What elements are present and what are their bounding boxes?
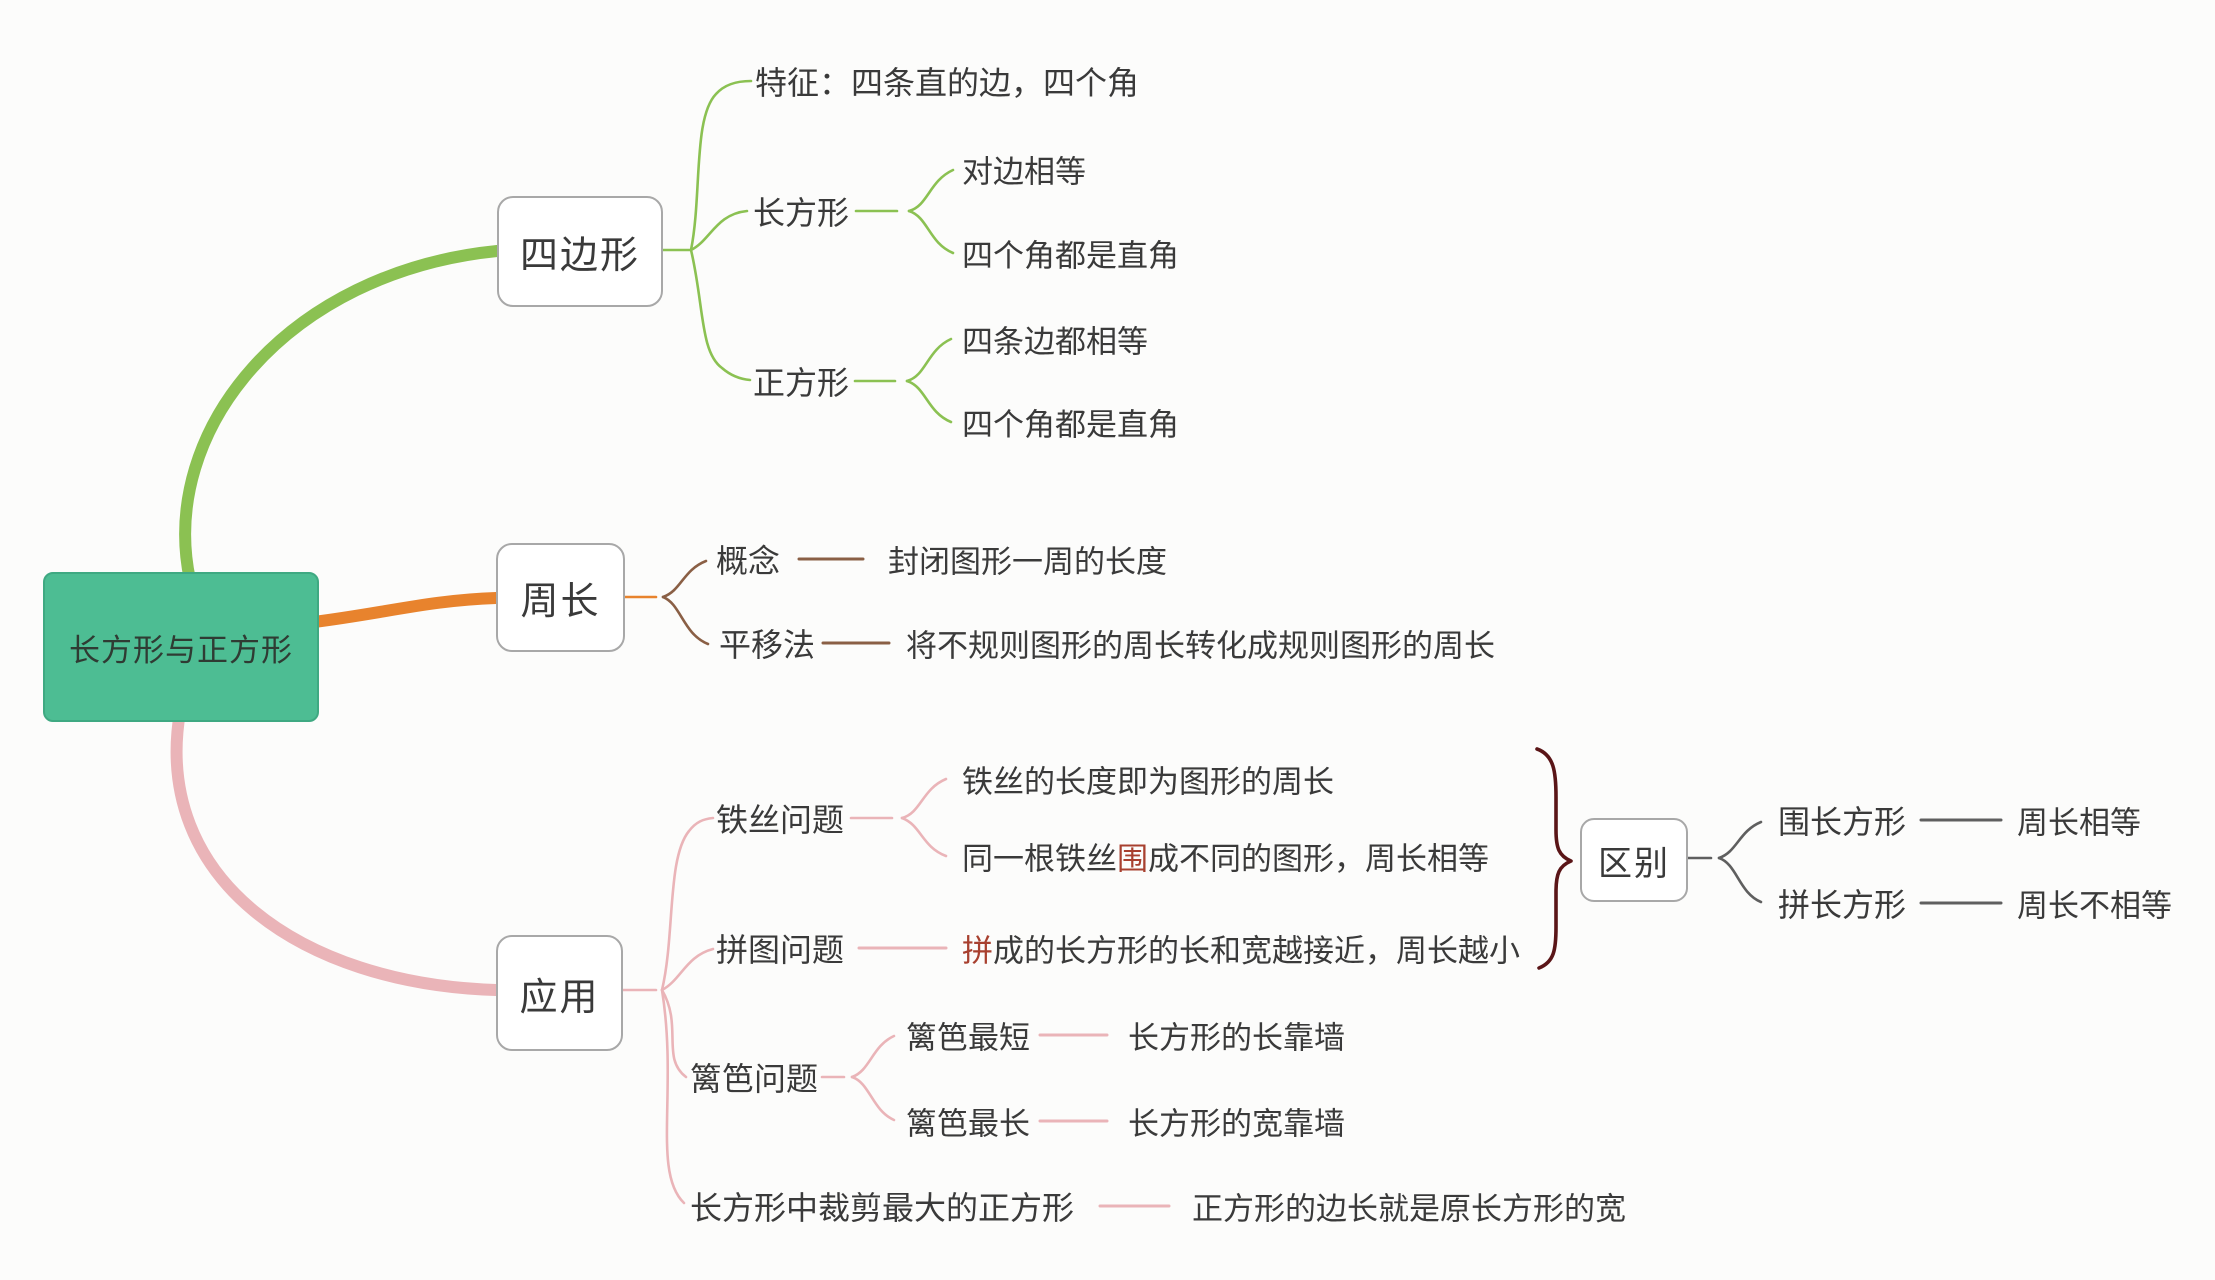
perimeter-to-translation-connector — [661, 595, 710, 646]
topic-puzzle[interactable]: 拼图问题 — [716, 932, 845, 968]
topic-difference-label: 区别 — [1598, 844, 1670, 883]
wire-same-suffix: 成不同的图形，周长相等 — [1148, 841, 1489, 877]
root-topic[interactable]: 长方形与正方形 — [43, 572, 319, 722]
topic-concept[interactable]: 概念 — [716, 543, 781, 579]
topic-cut[interactable]: 长方形中裁剪最大的正方形 — [690, 1190, 1075, 1226]
topic-translation[interactable]: 平移法 — [719, 627, 816, 663]
difference-to-enclose-connector — [1717, 820, 1763, 860]
topic-difference-join[interactable]: 拼长方形 — [1778, 887, 1907, 923]
puzzle-desc-highlight: 拼 — [962, 933, 993, 969]
topic-difference-enclose-desc[interactable]: 周长相等 — [2017, 805, 2141, 841]
topic-quadrilateral-label: 四边形 — [519, 235, 640, 277]
application-to-fence-connector — [660, 988, 688, 1079]
difference-connectors — [1535, 747, 2003, 970]
fence-to-shortest-connector — [850, 1034, 896, 1079]
fence-to-longest-connector — [850, 1075, 896, 1122]
topic-square[interactable]: 正方形 — [753, 365, 850, 401]
topic-fence-shortest-desc[interactable]: 长方形的长靠墙 — [1128, 1020, 1345, 1056]
root-to-quadrilateral-connector — [179, 245, 503, 586]
quadrilateral-to-feature-connector — [689, 79, 753, 252]
topic-perimeter-label: 周长 — [520, 581, 601, 623]
wire-to-same-connector — [900, 816, 948, 858]
topic-wire-same[interactable]: 同一根铁丝围成不同的图形，周长相等 — [962, 834, 1489, 879]
quadrilateral-to-square-connector — [689, 248, 752, 382]
topic-wire[interactable]: 铁丝问题 — [716, 802, 845, 838]
difference-to-join-connector — [1717, 856, 1763, 904]
topic-rectangle[interactable]: 长方形 — [753, 195, 850, 231]
topic-difference-enclose[interactable]: 围长方形 — [1778, 804, 1907, 840]
wire-to-length-connector — [900, 777, 948, 820]
root-to-application-connector — [170, 706, 502, 996]
branch-perimeter-connectors — [308, 557, 891, 646]
square-to-right-angles-connector — [905, 379, 953, 424]
topic-puzzle-desc[interactable]: 拼成的长方形的长和宽越接近，周长越小 — [962, 926, 1520, 971]
topic-square-right-angles[interactable]: 四个角都是直角 — [962, 407, 1179, 443]
topic-fence-shortest[interactable]: 篱笆最短 — [906, 1020, 1030, 1056]
grouping-brace — [1535, 747, 1573, 970]
root-topic-label: 长方形与正方形 — [69, 632, 293, 668]
topic-perimeter[interactable]: 周长 — [496, 543, 625, 652]
topic-fence-longest-desc[interactable]: 长方形的宽靠墙 — [1128, 1106, 1345, 1142]
root-to-perimeter-connector — [308, 592, 502, 628]
rectangle-to-right-angles-connector — [907, 209, 955, 255]
topic-translation-desc[interactable]: 将不规则图形的周长转化成规则图形的周长 — [906, 628, 1495, 664]
topic-fence-longest[interactable]: 篱笆最长 — [906, 1106, 1030, 1142]
topic-difference-join-desc[interactable]: 周长不相等 — [2017, 888, 2172, 924]
topic-quadrilateral[interactable]: 四边形 — [497, 196, 663, 307]
topic-wire-length[interactable]: 铁丝的长度即为图形的周长 — [962, 764, 1334, 800]
topic-rectangle-right-angles[interactable]: 四个角都是直角 — [962, 238, 1179, 274]
branch-application-connectors — [170, 706, 1171, 1208]
application-to-cut-connector — [660, 988, 686, 1205]
topic-application[interactable]: 应用 — [496, 935, 623, 1051]
topic-feature[interactable]: 特征：四条直的边，四个角 — [755, 65, 1140, 101]
puzzle-desc-suffix: 成的长方形的长和宽越接近，周长越小 — [993, 933, 1520, 969]
square-to-equal-sides-connector — [905, 337, 953, 383]
rectangle-to-equal-sides-connector — [907, 168, 955, 213]
topic-rectangle-equal-sides[interactable]: 对边相等 — [962, 154, 1086, 190]
topic-application-label: 应用 — [519, 976, 600, 1019]
quadrilateral-to-rectangle-connector — [689, 209, 749, 252]
application-to-wire-connector — [660, 816, 715, 992]
perimeter-to-concept-connector — [661, 559, 708, 599]
topic-fence[interactable]: 篱笆问题 — [690, 1061, 819, 1097]
topic-square-equal-sides[interactable]: 四条边都相等 — [962, 324, 1148, 360]
topic-difference[interactable]: 区别 — [1580, 818, 1688, 902]
wire-same-highlight: 围 — [1117, 841, 1148, 877]
branch-quadrilateral-connectors — [179, 79, 955, 586]
topic-concept-desc[interactable]: 封闭图形一周的长度 — [888, 544, 1167, 580]
wire-same-prefix: 同一根铁丝 — [962, 841, 1117, 877]
topic-cut-desc[interactable]: 正方形的边长就是原长方形的宽 — [1192, 1191, 1626, 1227]
application-to-puzzle-connector — [660, 947, 715, 992]
